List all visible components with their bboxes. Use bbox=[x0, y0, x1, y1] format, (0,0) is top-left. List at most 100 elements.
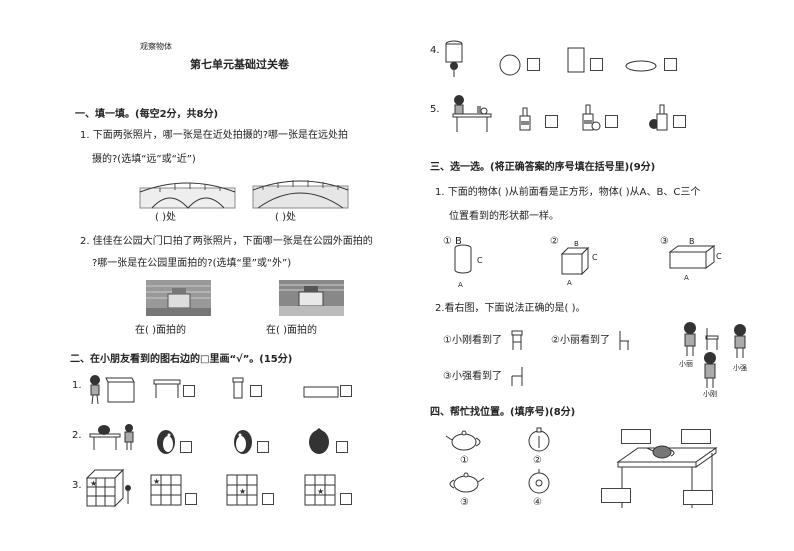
answer-box[interactable] bbox=[545, 115, 558, 128]
s1-q1-blank1[interactable]: ( )处 bbox=[155, 212, 176, 223]
park-photo-outside bbox=[146, 280, 211, 316]
park-photo-inside bbox=[279, 280, 344, 316]
section4-heading: 四、帮忙找位置。(填序号)(8分) bbox=[430, 407, 576, 418]
name-xiaoqiang: 小强 bbox=[733, 364, 747, 372]
s1-q1-line1: 1. 下面两张照片，哪一张是在近处拍摄的?哪一张是在远处拍 bbox=[80, 130, 349, 141]
name-xiaogang: 小刚 bbox=[703, 390, 717, 398]
s3-q2-option: ①小刚看到了 bbox=[443, 335, 502, 346]
answer-box[interactable] bbox=[185, 493, 197, 505]
svg-text:★: ★ bbox=[90, 479, 97, 488]
label-b: B bbox=[689, 237, 695, 246]
ellipse-view bbox=[625, 60, 657, 72]
answer-box[interactable] bbox=[621, 429, 651, 444]
answer-box[interactable] bbox=[664, 58, 677, 71]
svg-text:★: ★ bbox=[317, 487, 324, 496]
cuboid-shape bbox=[668, 245, 716, 269]
penguin-view bbox=[309, 428, 329, 454]
cube-shape bbox=[560, 246, 590, 276]
option-view bbox=[303, 386, 339, 398]
svg-text:★: ★ bbox=[239, 487, 246, 496]
option-view bbox=[232, 377, 244, 399]
s1-q2-blank2[interactable]: 在( )面拍的 bbox=[266, 325, 317, 336]
label-a: A bbox=[458, 281, 463, 289]
unit-tag: 观察物体 bbox=[140, 42, 172, 51]
answer-box[interactable] bbox=[340, 385, 352, 397]
answer-box[interactable] bbox=[681, 429, 711, 444]
label-c: C bbox=[592, 253, 598, 262]
answer-box[interactable] bbox=[257, 441, 269, 453]
svg-text:★: ★ bbox=[153, 477, 160, 486]
label-a: A bbox=[684, 274, 689, 282]
s3-option: ③ bbox=[660, 236, 669, 247]
answer-box[interactable] bbox=[590, 58, 603, 71]
grid-view: ★ bbox=[150, 474, 182, 506]
s2-row-number: 1. bbox=[72, 380, 82, 391]
answer-box[interactable] bbox=[527, 58, 540, 71]
bridge-photo-far bbox=[139, 182, 236, 209]
grid-view: ★ bbox=[304, 474, 336, 506]
s3-q1-line1: 1. 下面的物体( )从前面看是正方形，物体( )从A、B、C三个 bbox=[435, 187, 701, 198]
circle-view bbox=[499, 54, 521, 76]
child-at-table bbox=[452, 95, 492, 132]
s2-row-number: 2. bbox=[72, 430, 82, 441]
label-c: C bbox=[477, 256, 483, 265]
teapot-view bbox=[445, 430, 481, 451]
s2-row-number: 5. bbox=[430, 104, 440, 115]
label-b: B bbox=[574, 240, 579, 248]
s1-q1-line2: 摄的?(选填“远”或“近”) bbox=[92, 154, 196, 165]
teapot-number: ① bbox=[460, 455, 469, 466]
penguin-view bbox=[234, 430, 252, 454]
page-title: 第七单元基础过关卷 bbox=[190, 58, 289, 71]
section1-heading: 一、填一填。(每空2分，共8分) bbox=[75, 109, 219, 120]
teapot-number: ③ bbox=[460, 497, 469, 508]
table-with-teapot bbox=[616, 445, 718, 508]
chair-view bbox=[511, 330, 523, 350]
answer-box[interactable] bbox=[336, 441, 348, 453]
cylinder-shape bbox=[454, 244, 472, 274]
bottle-ball-view bbox=[582, 104, 601, 131]
grid-view: ★ bbox=[226, 474, 258, 506]
chair-view bbox=[511, 367, 523, 386]
s1-q2-line1: 2. 佳佳在公园大门口拍了两张照片，下面哪一张是在公园外面拍的 bbox=[80, 236, 373, 247]
children-around-chair bbox=[684, 322, 746, 388]
cube-with-star: ★ bbox=[85, 468, 131, 508]
answer-box[interactable] bbox=[605, 115, 618, 128]
child-with-cylinder bbox=[445, 40, 463, 77]
label-c: C bbox=[716, 252, 722, 261]
chair-view bbox=[619, 331, 629, 350]
penguin-view bbox=[157, 430, 175, 454]
option-view bbox=[153, 379, 181, 398]
bottle-ball-view bbox=[519, 107, 531, 131]
section2-heading: 二、在小朋友看到的图右边的□里画“√”。(15分) bbox=[70, 354, 293, 365]
teapot-view bbox=[528, 427, 550, 452]
teapot-number: ④ bbox=[533, 497, 542, 508]
s3-q2-option: ②小丽看到了 bbox=[551, 335, 610, 346]
answer-box[interactable] bbox=[683, 490, 713, 505]
s3-q1-line2: 位置看到的形状都一样。 bbox=[449, 211, 559, 222]
s3-option: ② bbox=[550, 236, 559, 247]
answer-box[interactable] bbox=[673, 115, 686, 128]
bridge-photo-near bbox=[252, 180, 349, 209]
teapot-view bbox=[528, 469, 550, 494]
answer-box[interactable] bbox=[340, 493, 352, 505]
answer-box[interactable] bbox=[180, 441, 192, 453]
s3-q2-line1: 2.看右图，下面说法正确的是( )。 bbox=[435, 303, 586, 314]
label-a: A bbox=[567, 279, 572, 287]
s1-q2-line2: ?哪一张是在公园里面拍的?(选填“里”或“外”) bbox=[92, 258, 292, 269]
s1-q2-blank1[interactable]: 在( )面拍的 bbox=[135, 325, 186, 336]
s2-row-number: 3. bbox=[72, 480, 82, 491]
name-xiaoli: 小丽 bbox=[679, 360, 693, 368]
answer-box[interactable] bbox=[601, 488, 631, 503]
section3-heading: 三、选一选。(将正确答案的序号填在括号里)(9分) bbox=[430, 162, 656, 173]
label-b: B bbox=[455, 236, 462, 247]
s2-row-number: 4. bbox=[430, 45, 440, 56]
s3-q2-option: ③小强看到了 bbox=[443, 371, 502, 382]
answer-box[interactable] bbox=[183, 385, 195, 397]
s1-q1-blank2[interactable]: ( )处 bbox=[275, 212, 296, 223]
answer-box[interactable] bbox=[250, 385, 262, 397]
s3-option: ① bbox=[443, 236, 452, 247]
child-and-cabinet bbox=[90, 375, 135, 405]
teapot-number: ② bbox=[533, 455, 542, 466]
penguin-and-child bbox=[89, 424, 134, 450]
answer-box[interactable] bbox=[262, 493, 274, 505]
